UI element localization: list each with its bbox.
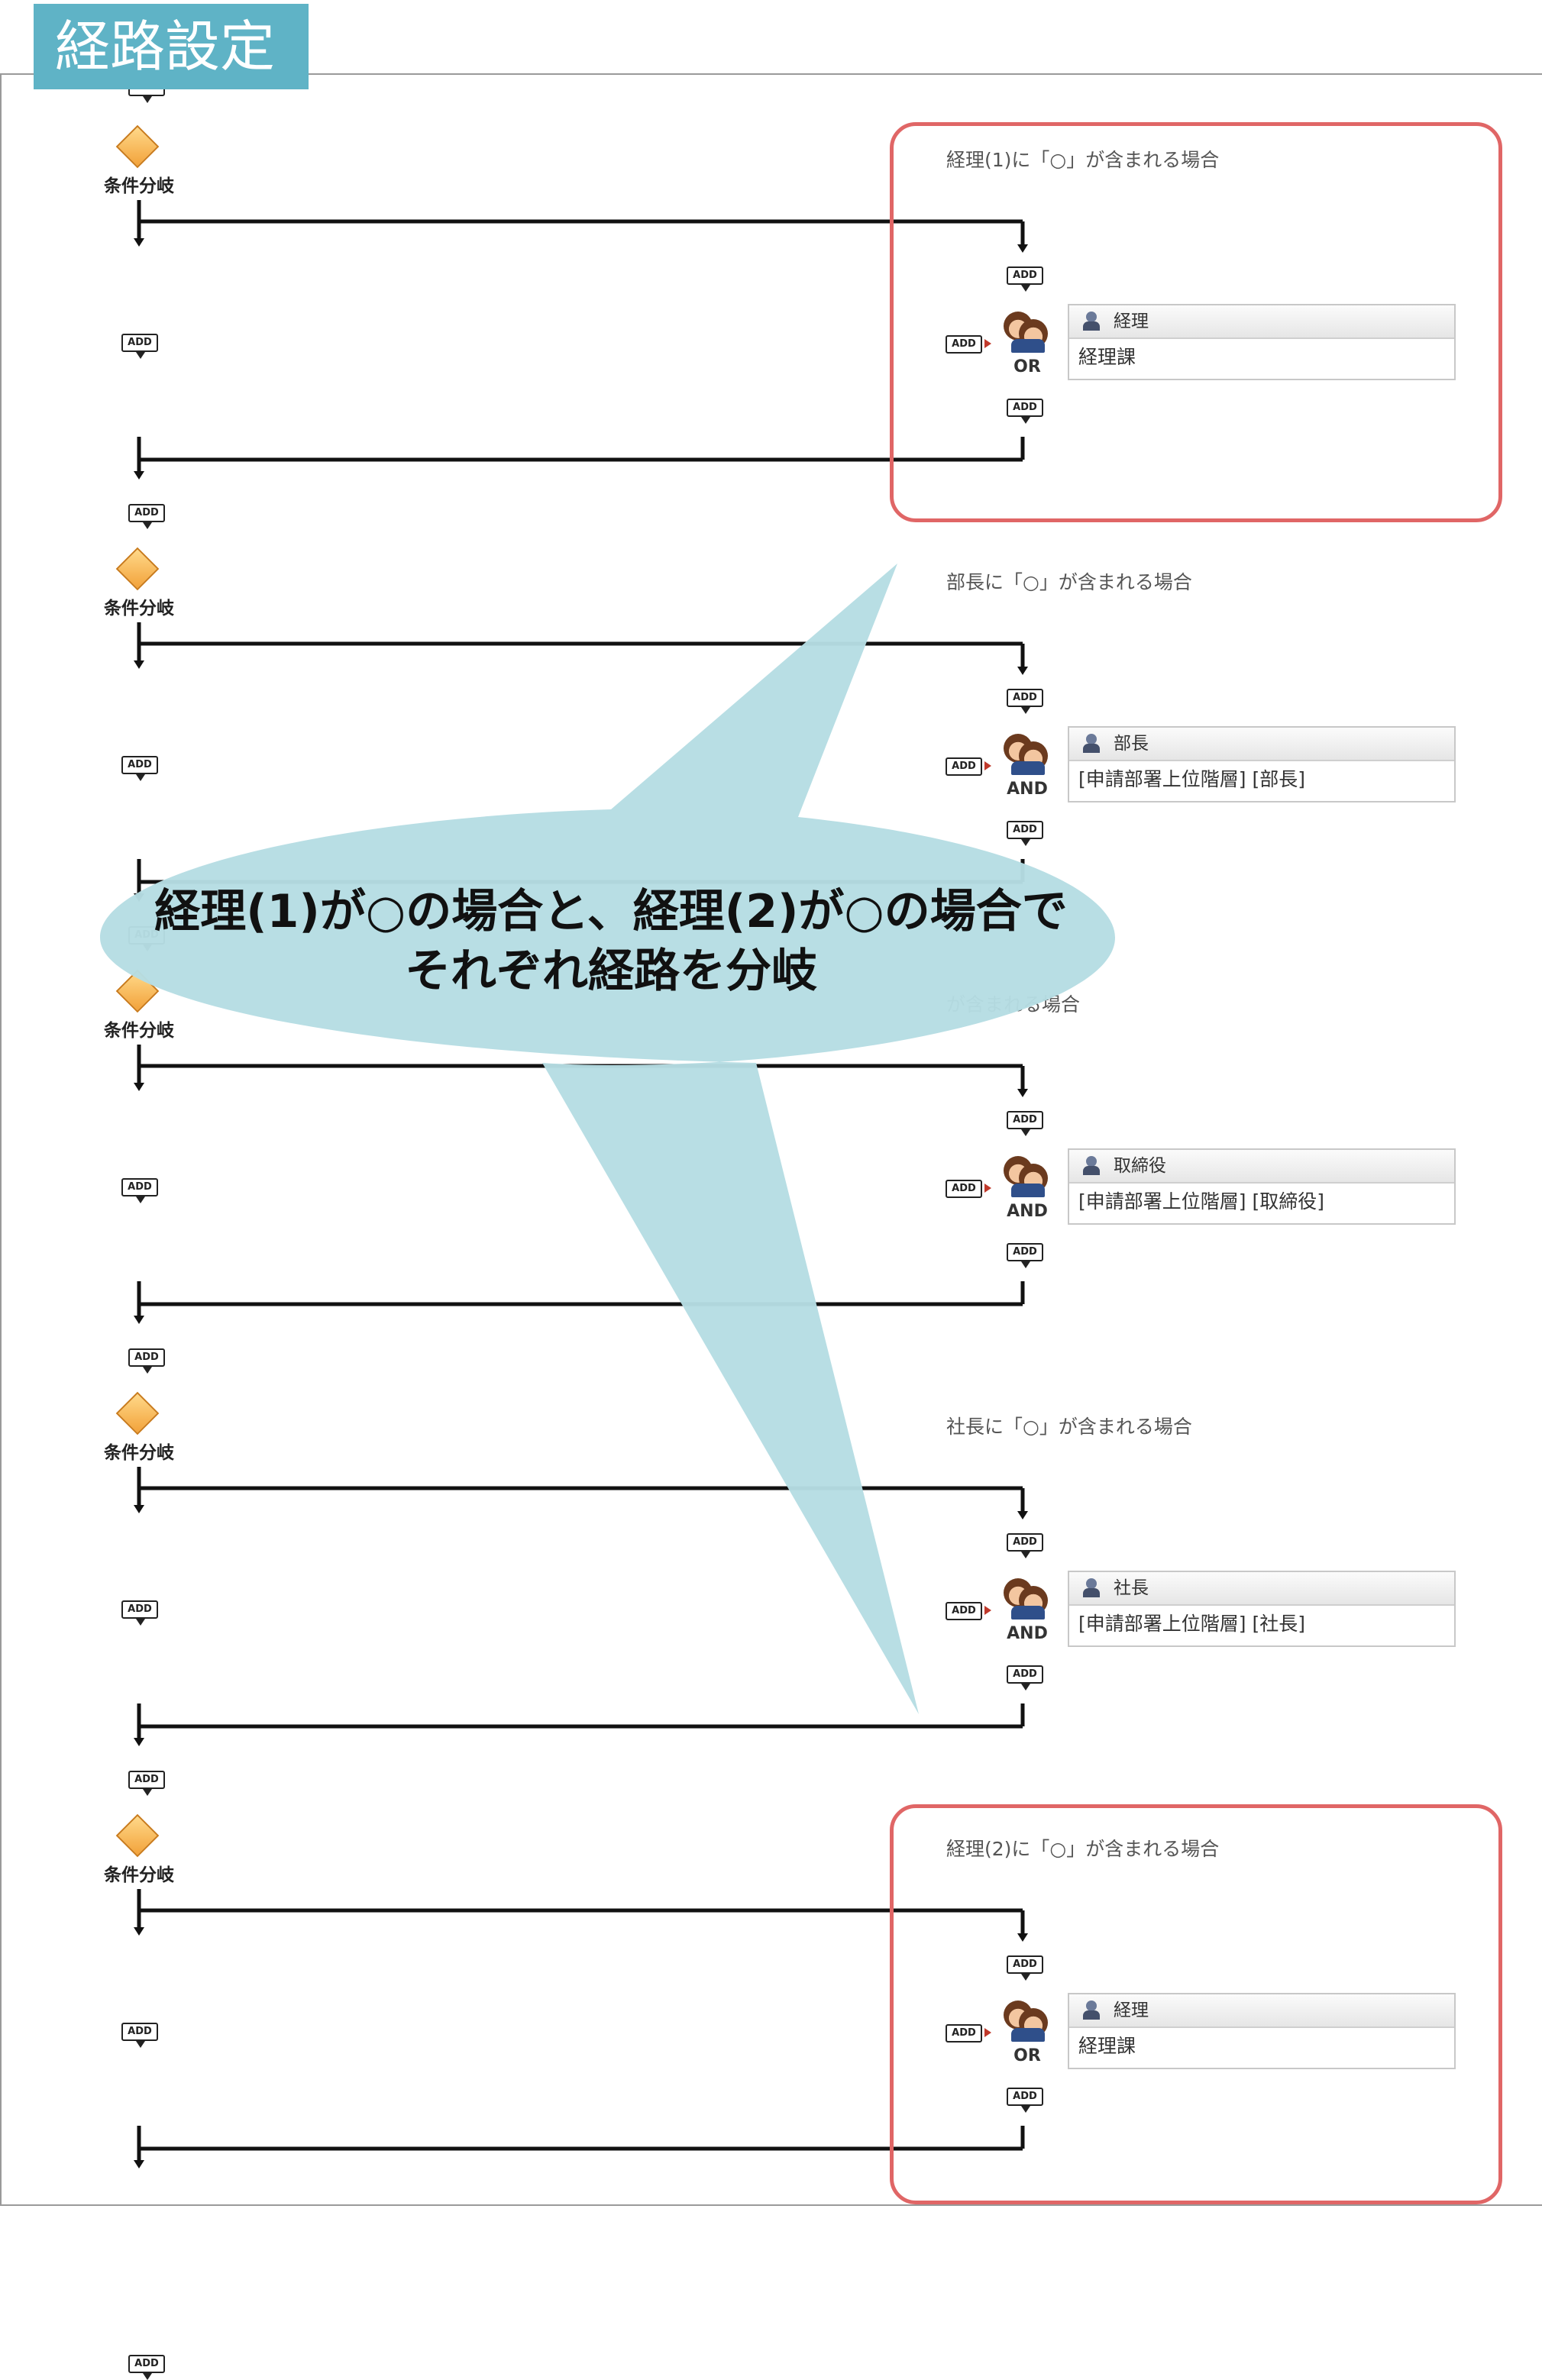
add-button-before-step[interactable]: ADD xyxy=(1007,1955,1043,1981)
approver-role: 部長 xyxy=(1114,734,1149,754)
add-button-step-left[interactable]: ADD xyxy=(946,1602,991,1620)
approver-header: 取締役 xyxy=(1069,1150,1454,1184)
arrow-head xyxy=(1017,1089,1028,1097)
add-button-step-left[interactable]: ADD xyxy=(946,2024,991,2043)
approver-role: 経理 xyxy=(1114,2001,1149,2020)
arrow-head xyxy=(134,1316,144,1324)
approver-group-icon xyxy=(1004,1153,1049,1199)
approver-target: [申請部署上位階層] [社長] xyxy=(1078,1613,1305,1635)
callout-shape xyxy=(100,564,1115,1714)
condition-label: 社長に「○」が含まれる場合 xyxy=(946,1416,1192,1438)
branch-label: 条件分岐 xyxy=(104,1443,174,1463)
add-button-between-branches[interactable]: ADD xyxy=(128,504,165,529)
add-button-branch-left[interactable]: ADD xyxy=(121,756,158,781)
add-button-branch-left[interactable]: ADD xyxy=(121,334,158,359)
highlight-frame-accounting-1 xyxy=(890,122,1502,522)
approver-group-icon xyxy=(1004,1997,1049,2043)
add-button-before-step[interactable]: ADD xyxy=(1007,1533,1043,1558)
add-button-branch-left[interactable]: ADD xyxy=(121,2023,158,2048)
add-button-step-left[interactable]: ADD xyxy=(946,335,991,354)
approver-header: 経理 xyxy=(1069,1994,1454,2028)
add-button-branch-left[interactable]: ADD xyxy=(121,1600,158,1626)
approver-target: 経理課 xyxy=(1078,2035,1136,2057)
user-icon xyxy=(1081,1156,1101,1176)
branch-label: 条件分岐 xyxy=(104,176,174,196)
branch-label: 条件分岐 xyxy=(104,1021,174,1041)
approver-header: 社長 xyxy=(1069,1572,1454,1606)
arrow-head xyxy=(134,1927,144,1936)
branch-label: 条件分岐 xyxy=(104,599,174,618)
add-button-before-step[interactable]: ADD xyxy=(1007,689,1043,714)
add-button-step-left[interactable]: ADD xyxy=(946,1180,991,1198)
callout-line-2: それぞれ経路を分岐 xyxy=(405,945,817,998)
approver-header: 部長 xyxy=(1069,728,1454,761)
callout-text: 経理(1)が○の場合と、経理(2)が○の場合で それぞれ経路を分岐 xyxy=(99,882,1123,1001)
add-button-after-step[interactable]: ADD xyxy=(1007,1243,1043,1268)
arrow-head xyxy=(1017,667,1028,675)
add-button-step-left[interactable]: ADD xyxy=(946,757,991,776)
add-button-after-step[interactable]: ADD xyxy=(1007,399,1043,424)
approver-group-icon xyxy=(1004,308,1049,354)
approver-group-icon xyxy=(1004,731,1049,777)
group-user-icon xyxy=(1081,312,1101,331)
page-title: 経路設定 xyxy=(34,4,309,89)
approver-box[interactable]: 部長 [申請部署上位階層] [部長] xyxy=(1068,726,1456,802)
user-icon xyxy=(1081,734,1101,754)
arrow-head xyxy=(134,2160,144,2168)
add-button-between-branches[interactable]: ADD xyxy=(128,1771,165,1796)
group-user-icon xyxy=(1081,2001,1101,2020)
condition-label: 経理(2)に「○」が含まれる場合 xyxy=(946,1838,1220,1860)
approver-target: [申請部署上位階層] [部長] xyxy=(1078,768,1305,790)
arrow-head xyxy=(134,1738,144,1746)
approver-box[interactable]: 社長 [申請部署上位階層] [社長] xyxy=(1068,1571,1456,1647)
approver-role: 経理 xyxy=(1114,312,1149,331)
add-button-after-step[interactable]: ADD xyxy=(1007,2088,1043,2113)
arrow-head xyxy=(1017,1933,1028,1942)
user-icon xyxy=(1081,1578,1101,1598)
approver-target: 経理課 xyxy=(1078,346,1136,368)
approver-role: 取締役 xyxy=(1114,1156,1166,1176)
condition-label: 部長に「○」が含まれる場合 xyxy=(946,571,1192,593)
arrow-head xyxy=(134,660,144,669)
arrow-head xyxy=(134,471,144,480)
approver-box[interactable]: 経理 経理課 xyxy=(1068,304,1456,380)
add-button-after-step[interactable]: ADD xyxy=(1007,1665,1043,1691)
highlight-frame-accounting-2 xyxy=(890,1804,1502,2204)
add-button-branch-left[interactable]: ADD xyxy=(121,1178,158,1203)
callout-line-1: 経理(1)が○の場合と、経理(2)が○の場合で xyxy=(154,885,1068,938)
route-settings-panel: ADD 条件分岐 経理(1)に「○」が含まれる場合 ADD ADD ADD ADD ADD OR… xyxy=(0,73,1542,2380)
approver-header: 経理 xyxy=(1069,305,1454,339)
arrow-head xyxy=(134,1083,144,1091)
approver-group-icon xyxy=(1004,1575,1049,1621)
arrow-head xyxy=(1017,244,1028,253)
approver-target: [申請部署上位階層] [取締役] xyxy=(1078,1190,1324,1213)
branch-label: 条件分岐 xyxy=(104,1865,174,1885)
arrow-head xyxy=(134,238,144,247)
add-button-after-step[interactable]: ADD xyxy=(1007,821,1043,846)
arrow-head xyxy=(134,1505,144,1513)
approver-box[interactable]: 経理 経理課 xyxy=(1068,1993,1456,2069)
approver-box[interactable]: 取締役 [申請部署上位階層] [取締役] xyxy=(1068,1148,1456,1225)
add-button-bottom[interactable]: ADD xyxy=(128,2355,165,2380)
approval-mode-label: OR xyxy=(1013,2046,1041,2065)
approval-mode-label: OR xyxy=(1013,357,1041,376)
approval-mode-label: AND xyxy=(1007,780,1048,799)
condition-label: 経理(1)に「○」が含まれる場合 xyxy=(946,149,1220,171)
add-button-before-step[interactable]: ADD xyxy=(1007,266,1043,292)
approval-mode-label: AND xyxy=(1007,1202,1048,1221)
add-button-between-branches[interactable]: ADD xyxy=(128,1348,165,1374)
add-button-before-step[interactable]: ADD xyxy=(1007,1111,1043,1136)
arrow-head xyxy=(1017,1511,1028,1519)
approval-mode-label: AND xyxy=(1007,1624,1048,1643)
callout-bubble xyxy=(100,564,1115,1714)
approver-role: 社長 xyxy=(1114,1578,1149,1598)
